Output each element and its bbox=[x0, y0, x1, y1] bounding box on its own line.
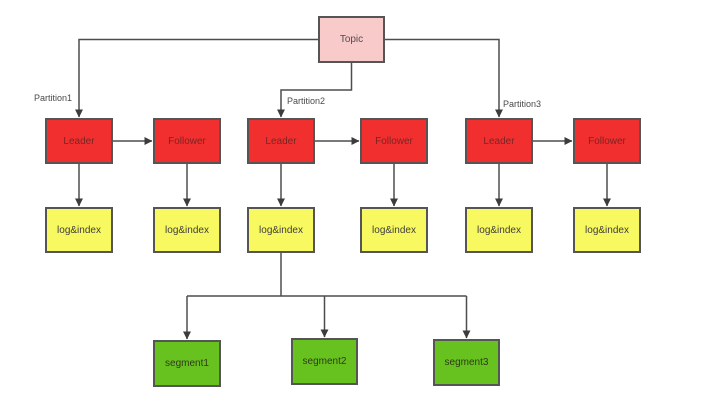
edge-topic-to-partition3 bbox=[385, 38, 503, 118]
node-partition1-follower-log: log&index bbox=[153, 207, 221, 253]
node-partition3-leader: Leader bbox=[465, 118, 533, 164]
node-segment2: segment2 bbox=[291, 338, 358, 385]
node-partition2-follower-label: Follower bbox=[375, 135, 413, 147]
node-segment1-label: segment1 bbox=[165, 358, 209, 369]
node-partition1-follower: Follower bbox=[153, 118, 221, 164]
node-partition3-leader-log-label: log&index bbox=[477, 224, 521, 236]
node-partition2-follower: Follower bbox=[360, 118, 428, 164]
node-segment3-label: segment3 bbox=[444, 357, 489, 368]
label-partition3: Partition3 bbox=[503, 99, 542, 109]
node-partition3-leader-label: Leader bbox=[483, 135, 515, 147]
edge-topic-to-partition1 bbox=[75, 38, 318, 118]
node-partition3-follower-label: Follower bbox=[588, 135, 626, 147]
node-segment2-label: segment2 bbox=[302, 356, 347, 367]
node-partition1-follower-log-label: log&index bbox=[165, 224, 209, 236]
node-partition2-follower-log: log&index bbox=[360, 207, 428, 253]
node-partition1-leader-log-label: log&index bbox=[57, 224, 101, 236]
node-partition3-follower: Follower bbox=[573, 118, 641, 164]
node-partition2-leader-label: Leader bbox=[265, 135, 297, 147]
label-partition2: Partition2 bbox=[287, 96, 326, 106]
label-partition1: Partition1 bbox=[34, 93, 73, 103]
node-segment1: segment1 bbox=[153, 340, 221, 387]
node-partition2-leader-log-label: log&index bbox=[259, 224, 303, 236]
node-partition2-follower-log-label: log&index bbox=[372, 224, 416, 236]
node-partition3-follower-log: log&index bbox=[573, 207, 641, 253]
node-segment3: segment3 bbox=[433, 339, 500, 386]
edge-topic-to-partition2 bbox=[277, 63, 353, 118]
node-partition2-leader: Leader bbox=[247, 118, 315, 164]
node-partition1-follower-label: Follower bbox=[168, 135, 206, 147]
node-partition2-leader-log: log&index bbox=[247, 207, 315, 253]
node-partition1-leader: Leader bbox=[45, 118, 113, 164]
node-partition3-follower-log-label: log&index bbox=[585, 224, 629, 236]
node-partition1-leader-label: Leader bbox=[63, 135, 95, 147]
node-partition3-leader-log: log&index bbox=[465, 207, 533, 253]
node-partition1-leader-log: log&index bbox=[45, 207, 113, 253]
node-topic: Topic bbox=[318, 16, 385, 63]
node-topic-label: Topic bbox=[339, 34, 364, 45]
